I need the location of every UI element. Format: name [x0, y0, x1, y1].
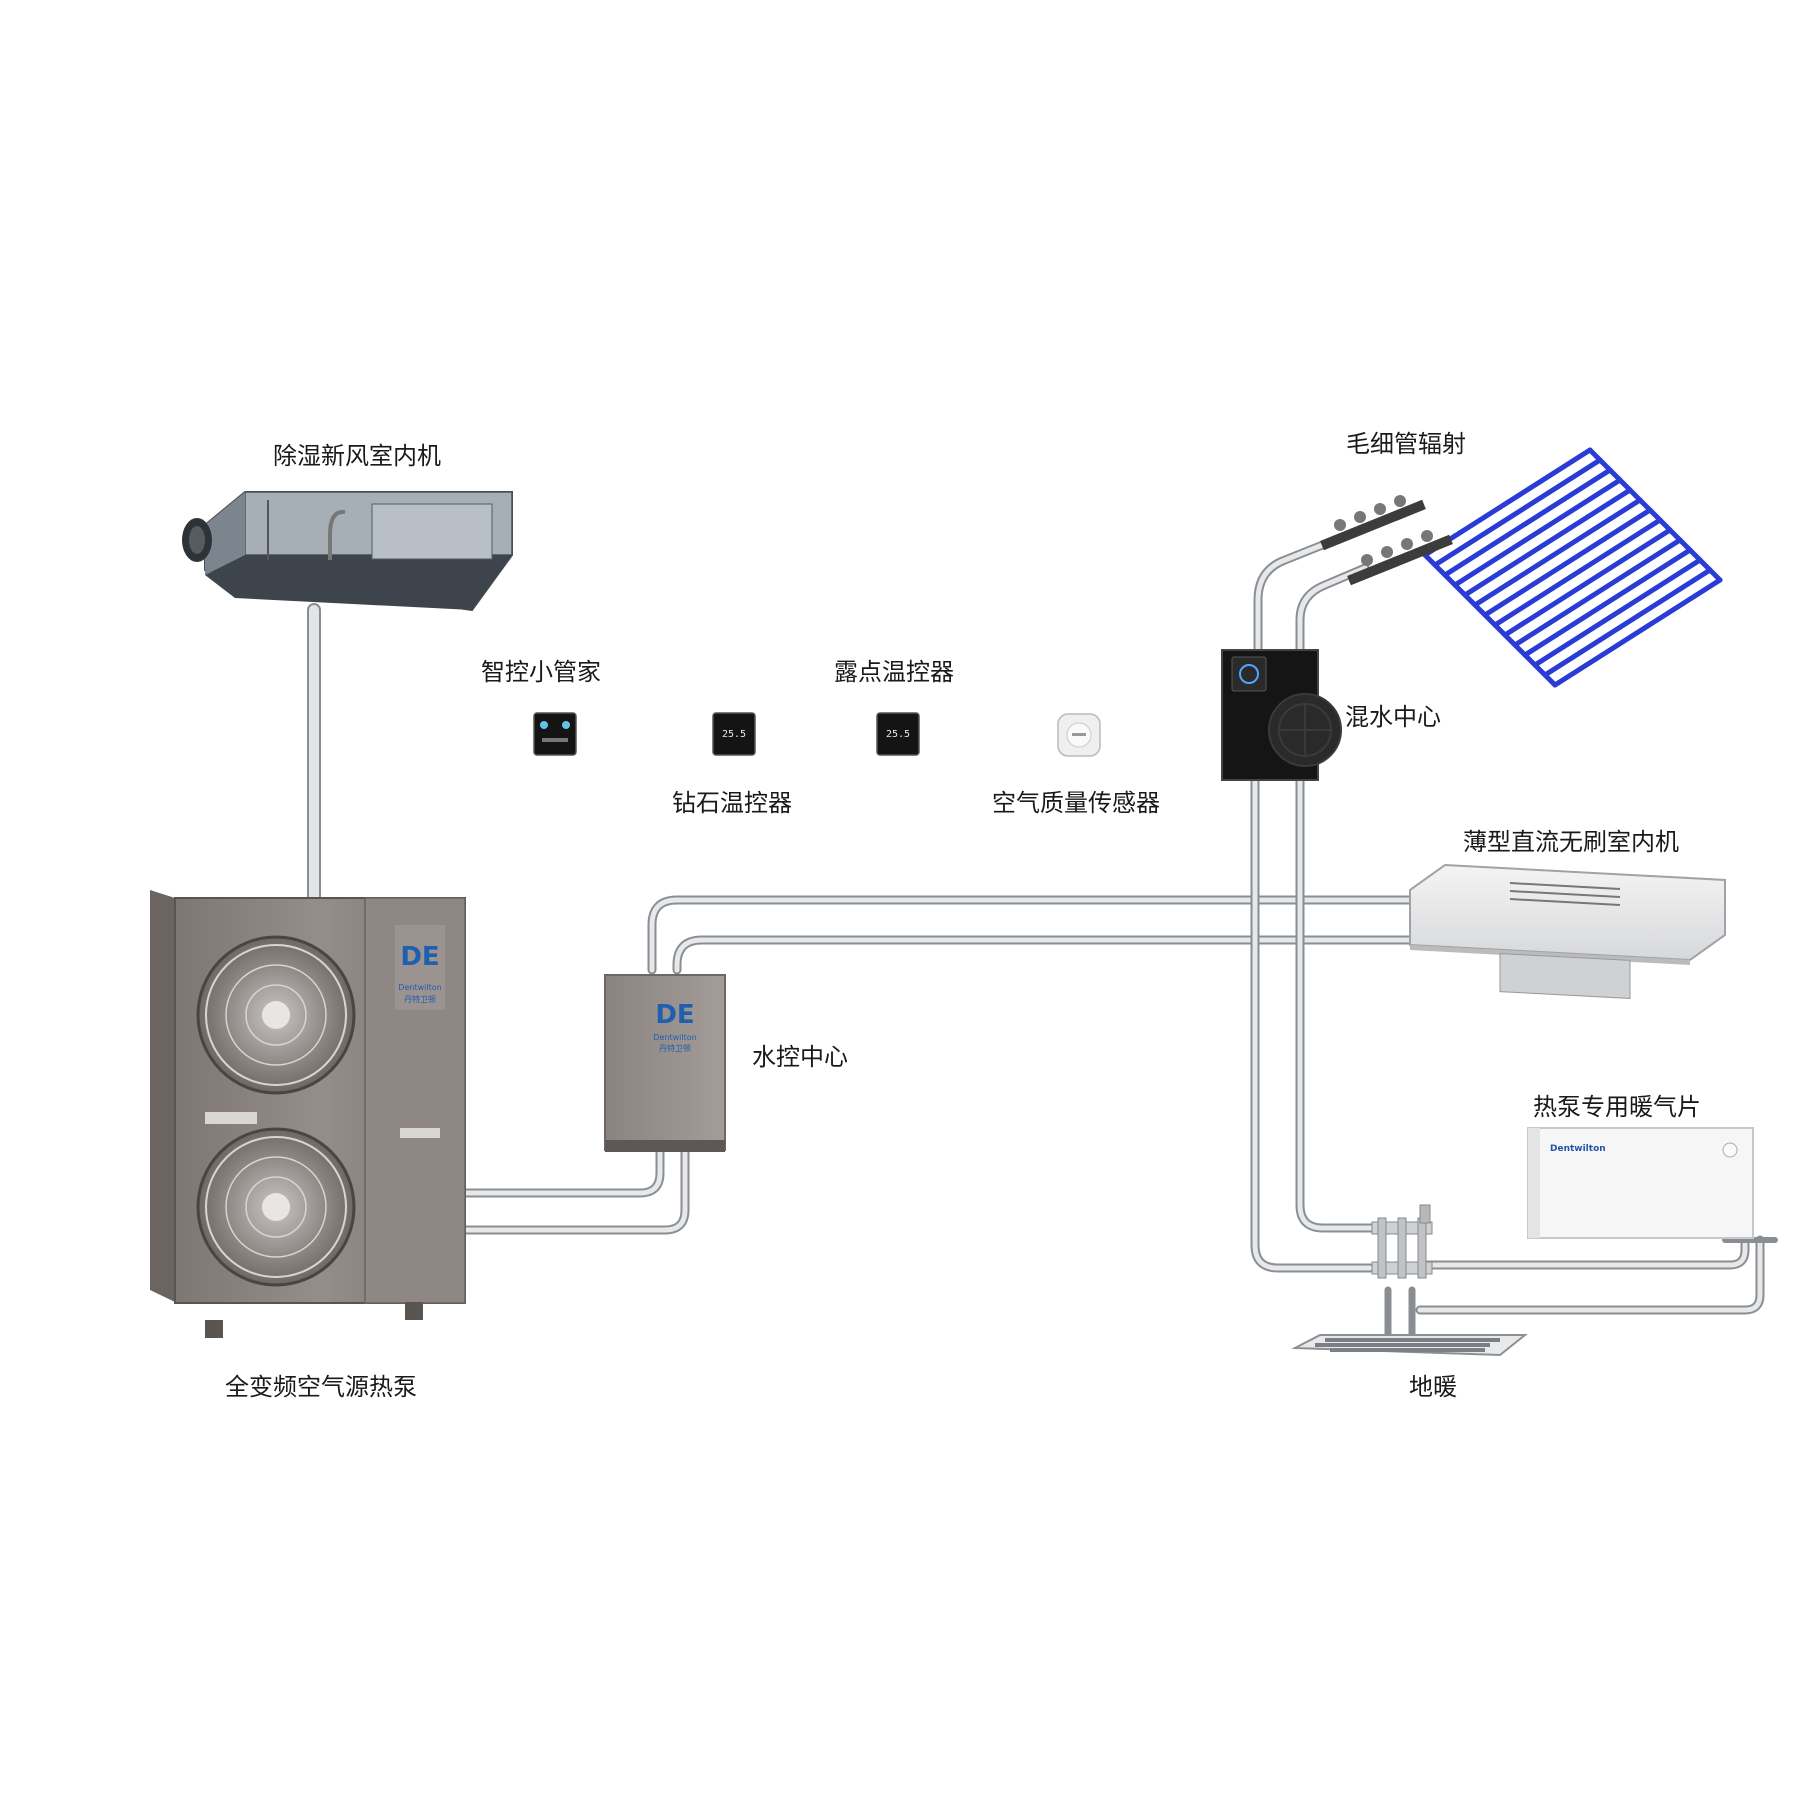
smart-controller-device — [533, 712, 577, 756]
label-slim-indoor-unit: 薄型直流无刷室内机 — [1463, 828, 1679, 856]
label-diamond-thermostat: 钻石温控器 — [672, 789, 792, 817]
label-heat-pump: 全变频空气源热泵 — [225, 1373, 417, 1401]
radiator-unit: Dentwilton — [1527, 1127, 1754, 1239]
heat-pump-brand-cn: 丹特卫顿 — [404, 994, 436, 1004]
fresh-air-unit — [182, 491, 513, 612]
label-dew-point-thermostat: 露点温控器 — [834, 658, 954, 686]
floor-manifold — [1371, 1204, 1433, 1279]
floor-heating-coil — [1291, 1334, 1528, 1357]
label-capillary-radiation: 毛细管辐射 — [1346, 430, 1466, 458]
dew-point-thermostat-device: 25.5 — [876, 712, 920, 756]
slim-indoor-unit — [1409, 863, 1726, 999]
diamond-thermostat-readout: 25.5 — [722, 729, 746, 740]
pipe-mixing-down-1 — [1250, 775, 1375, 1273]
air-quality-sensor-device — [1057, 713, 1101, 757]
water-control-center-unit: DE Dentwilton 丹特卫顿 — [604, 974, 726, 1152]
pipes — [307, 535, 1778, 1339]
label-mixing-center: 混水中心 — [1345, 703, 1441, 731]
pipe-manifold-to-floor — [1384, 1286, 1416, 1339]
label-air-quality-sensor: 空气质量传感器 — [992, 789, 1160, 817]
pipe-manifold-to-radiator-2 — [1415, 1235, 1765, 1315]
capillary-manifold — [1320, 495, 1453, 586]
dew-point-thermostat-readout: 25.5 — [886, 729, 910, 740]
pipe-mixing-down-2 — [1295, 775, 1380, 1233]
label-fresh-air-unit: 除湿新风室内机 — [273, 442, 441, 470]
water-center-brand-cn: 丹特卫顿 — [659, 1043, 691, 1053]
capillary-radiation-mat — [1422, 447, 1723, 688]
heat-pump-brand-en: Dentwilton — [398, 983, 441, 992]
svg-text:DE: DE — [400, 942, 439, 972]
pipe-manifold-to-radiator-1 — [1420, 1235, 1750, 1270]
label-radiator: 热泵专用暖气片 — [1533, 1093, 1701, 1121]
heat-pump-unit: DE Dentwilton 丹特卫顿 — [150, 890, 466, 1338]
mixing-center-unit — [1221, 649, 1342, 781]
label-water-control-center: 水控中心 — [752, 1043, 848, 1071]
label-floor-heating: 地暖 — [1409, 1373, 1457, 1401]
svg-text:DE: DE — [655, 1000, 694, 1030]
label-smart-controller: 智控小管家 — [481, 658, 601, 686]
radiator-brand: Dentwilton — [1550, 1144, 1606, 1154]
diamond-thermostat-device: 25.5 — [712, 712, 756, 756]
water-center-brand-en: Dentwilton — [653, 1033, 696, 1042]
